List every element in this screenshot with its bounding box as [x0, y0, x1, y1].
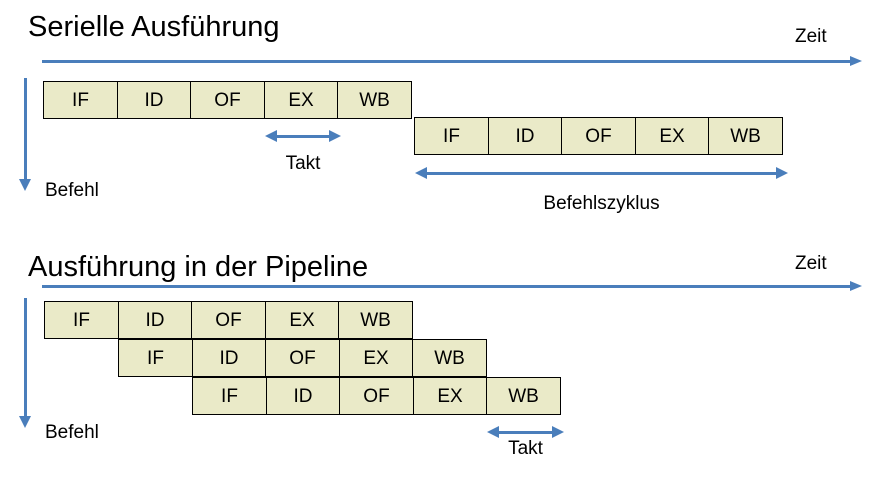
- time-axis-pipeline: [42, 281, 862, 293]
- panel-pipeline-ausfuehrung: Ausführung in der Pipeline Zeit Befehl I…: [0, 240, 887, 483]
- time-axis-shaft: [42, 285, 850, 288]
- time-axis-shaft: [42, 60, 850, 63]
- measure-shaft: [276, 135, 330, 138]
- instruction-row: IF ID OF EX WB: [192, 377, 561, 415]
- arrow-head-right-icon: [329, 130, 341, 142]
- stage-cell-wb: WB: [337, 81, 412, 119]
- instruction-row: IF ID OF EX WB: [43, 81, 412, 119]
- stage-cell-ex: EX: [263, 81, 339, 119]
- stage-cell-id: ID: [191, 339, 267, 377]
- time-axis-label-serial: Zeit: [795, 26, 827, 47]
- measure-arrow-takt-serial: [265, 130, 341, 143]
- stage-cell-wb: WB: [708, 117, 783, 155]
- stage-cell-ex: EX: [412, 377, 488, 415]
- panel-serielle-ausfuehrung: Serielle Ausführung Zeit Befehl IF ID OF…: [0, 0, 887, 240]
- arrow-head-right-icon: [552, 426, 564, 438]
- stage-cell-of: OF: [339, 377, 414, 415]
- arrow-head-left-icon: [487, 426, 499, 438]
- measure-shaft: [426, 172, 777, 175]
- instruction-row: IF ID OF EX WB: [118, 339, 487, 377]
- stage-cell-ex: EX: [264, 301, 340, 339]
- stage-cell-id: ID: [265, 377, 341, 415]
- instruction-axis-pipeline: [19, 298, 32, 428]
- instruction-axis-shaft: [24, 298, 27, 416]
- stage-cell-id: ID: [487, 117, 563, 155]
- measure-label-befehlszyklus: Befehlszyklus: [543, 193, 660, 214]
- arrow-head-down-icon: [19, 179, 31, 191]
- page-title-pipeline: Ausführung in der Pipeline: [28, 251, 369, 283]
- stage-cell-of: OF: [191, 301, 266, 339]
- stage-cell-wb: WB: [338, 301, 413, 339]
- stage-cell-ex: EX: [634, 117, 710, 155]
- measure-label-takt-pipeline: Takt: [508, 438, 543, 459]
- arrow-head-left-icon: [265, 130, 277, 142]
- instruction-axis-label-pipeline: Befehl: [45, 422, 99, 443]
- stage-cell-if: IF: [414, 117, 489, 155]
- measure-label-takt-serial: Takt: [285, 153, 321, 174]
- instruction-axis-label-serial: Befehl: [45, 180, 99, 201]
- measure-arrow-befehlszyklus: [415, 167, 788, 180]
- stage-cell-if: IF: [44, 301, 119, 339]
- stage-cell-id: ID: [117, 301, 193, 339]
- instruction-row: IF ID OF EX WB: [414, 117, 783, 155]
- stage-cell-id: ID: [116, 81, 192, 119]
- arrow-head-right-icon: [850, 56, 862, 66]
- stage-cell-if: IF: [118, 339, 193, 377]
- instruction-axis-shaft: [24, 78, 27, 179]
- stage-cell-ex: EX: [338, 339, 414, 377]
- instruction-row: IF ID OF EX WB: [44, 301, 413, 339]
- stage-cell-if: IF: [192, 377, 267, 415]
- measure-arrow-takt-pipeline: [487, 426, 564, 439]
- stage-cell-wb: WB: [486, 377, 561, 415]
- stage-cell-of: OF: [265, 339, 340, 377]
- page-title-serial: Serielle Ausführung: [28, 11, 280, 43]
- arrow-head-down-icon: [19, 416, 31, 428]
- instruction-axis-serial: [19, 78, 32, 191]
- time-axis-label-pipeline: Zeit: [795, 253, 827, 274]
- arrow-head-left-icon: [415, 167, 427, 179]
- time-axis-serial: [42, 56, 862, 68]
- stage-cell-of: OF: [561, 117, 636, 155]
- measure-shaft: [498, 431, 553, 434]
- stage-cell-if: IF: [43, 81, 118, 119]
- arrow-head-right-icon: [776, 167, 788, 179]
- arrow-head-right-icon: [850, 281, 862, 291]
- stage-cell-of: OF: [190, 81, 265, 119]
- stage-cell-wb: WB: [412, 339, 487, 377]
